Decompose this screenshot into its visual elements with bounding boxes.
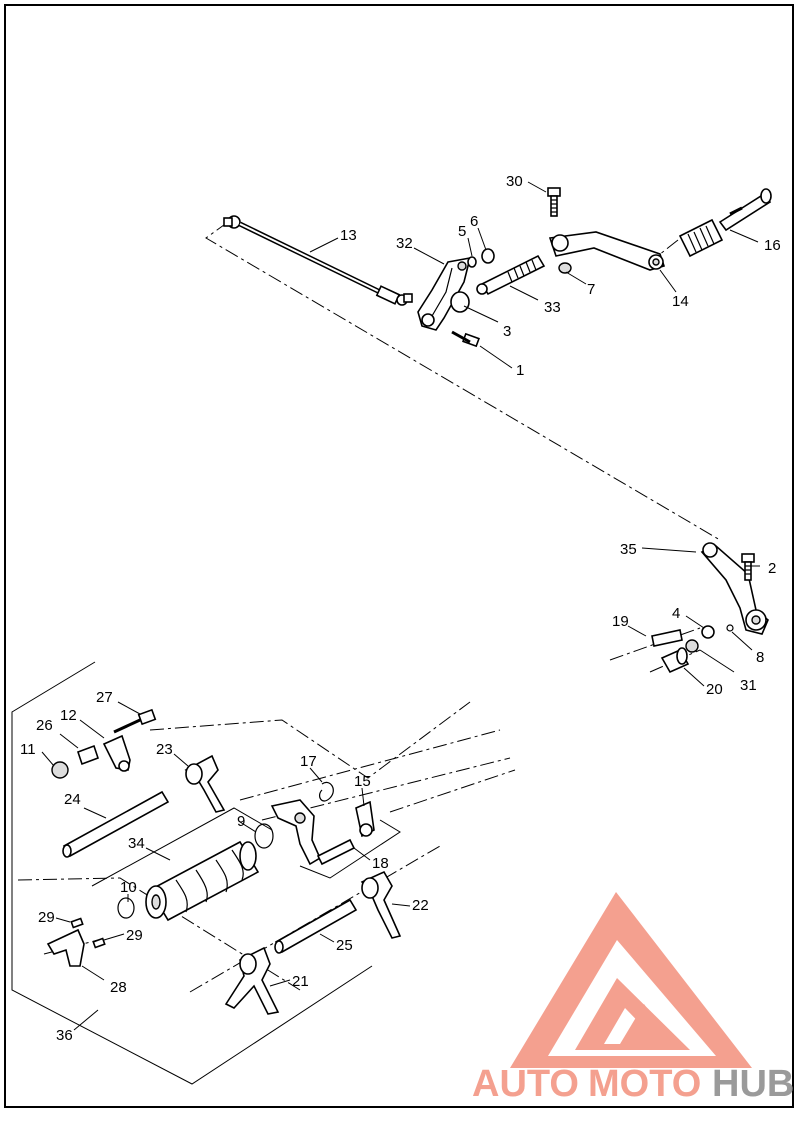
footpeg: [678, 188, 772, 258]
label-17: 17: [300, 753, 317, 770]
label-30: 30: [506, 173, 523, 190]
phantom-rail-1: [239, 729, 501, 801]
shift-fork-upper: [184, 754, 226, 813]
bushing: [450, 291, 470, 313]
frame-forks: [299, 819, 401, 879]
lever-bolt: [741, 553, 755, 581]
phantom-rail-3: [389, 769, 516, 813]
detent-bolt: [113, 708, 157, 734]
label-29-lower: 29: [126, 927, 143, 944]
label-14: 14: [672, 293, 689, 310]
shift-shaft: [476, 254, 546, 296]
phantom-group-top: [149, 701, 471, 779]
detent-sleeve: [76, 744, 100, 766]
label-21: 21: [292, 973, 309, 990]
nut-right: [685, 639, 699, 653]
label-1: 1: [516, 362, 524, 379]
watermark-text-moto: MOTO: [588, 1063, 701, 1105]
leader-lines: [41, 181, 760, 1031]
label-2: 2: [768, 560, 776, 577]
label-27: 27: [96, 689, 113, 706]
watermark-logo: [510, 892, 752, 1068]
washer-right: [701, 625, 715, 639]
label-5: 5: [458, 223, 466, 240]
label-13: 13: [340, 227, 357, 244]
label-35: 35: [620, 541, 637, 558]
phantom-rail-2: [261, 757, 511, 821]
frame-outline-left: [11, 661, 373, 1085]
label-10: 10: [120, 879, 137, 896]
shift-fork-lower: [224, 946, 280, 1015]
bolt-lower: [451, 330, 480, 348]
drum-ring: [254, 823, 274, 849]
phantom-line-right-1: [609, 627, 701, 661]
label-34: 34: [128, 835, 145, 852]
shift-lever: [417, 256, 472, 331]
clip-right: [726, 624, 734, 632]
stud-right: [651, 629, 683, 647]
shifter-pawl: [270, 799, 356, 866]
label-32: 32: [396, 235, 413, 252]
label-29-upper: 29: [38, 909, 55, 926]
shift-rod: [223, 215, 413, 306]
label-33: 33: [544, 299, 561, 316]
phantom-group-bottom: [17, 877, 301, 991]
label-15: 15: [354, 773, 371, 790]
nut: [481, 248, 495, 264]
pawl-arm: [355, 800, 375, 838]
label-31: 31: [740, 677, 757, 694]
label-12: 12: [60, 707, 77, 724]
spacer-right: [660, 647, 690, 674]
label-4: 4: [672, 605, 680, 622]
label-8: 8: [756, 649, 764, 666]
watermark-text-hub: HUB: [712, 1063, 794, 1105]
watermark-text-auto: AUTO: [472, 1063, 579, 1105]
phantom-line-linkage: [205, 221, 721, 541]
screw-upper: [70, 917, 84, 929]
part-labels: 1 2 3 4 5 6 7 8 9 10 11 12 13 14 15 16 1…: [20, 173, 781, 1044]
label-36: 36: [56, 1027, 73, 1044]
washer: [467, 256, 477, 268]
frame-drum-top: [91, 807, 273, 887]
detent-arm: [102, 734, 131, 772]
label-23: 23: [156, 741, 173, 758]
shift-pedal: [548, 231, 666, 271]
detent-plate: [46, 928, 85, 967]
label-7: 7: [587, 281, 595, 298]
drum-clip: [117, 897, 135, 919]
label-3: 3: [503, 323, 511, 340]
pedal-nut: [558, 262, 572, 274]
label-22: 22: [412, 897, 429, 914]
pedal-bolt: [547, 187, 561, 217]
label-16: 16: [764, 237, 781, 254]
label-18: 18: [372, 855, 389, 872]
label-19: 19: [612, 613, 629, 630]
screw-lower: [92, 937, 106, 949]
diagram-frame: [4, 4, 794, 1108]
pawl-spring: [318, 781, 334, 802]
label-26: 26: [36, 717, 53, 734]
label-20: 20: [706, 681, 723, 698]
shift-drum: [145, 840, 260, 922]
shift-fork-right: [360, 870, 402, 939]
label-11: 11: [20, 741, 36, 758]
label-6: 6: [470, 213, 478, 230]
label-24: 24: [64, 791, 81, 808]
fork-shaft-lower: [274, 898, 358, 954]
label-9: 9: [237, 813, 245, 830]
detent-roller: [51, 761, 69, 779]
label-28: 28: [110, 979, 127, 996]
inner-shift-lever: [700, 542, 769, 635]
label-25: 25: [336, 937, 353, 954]
fork-shaft-upper: [62, 790, 170, 858]
